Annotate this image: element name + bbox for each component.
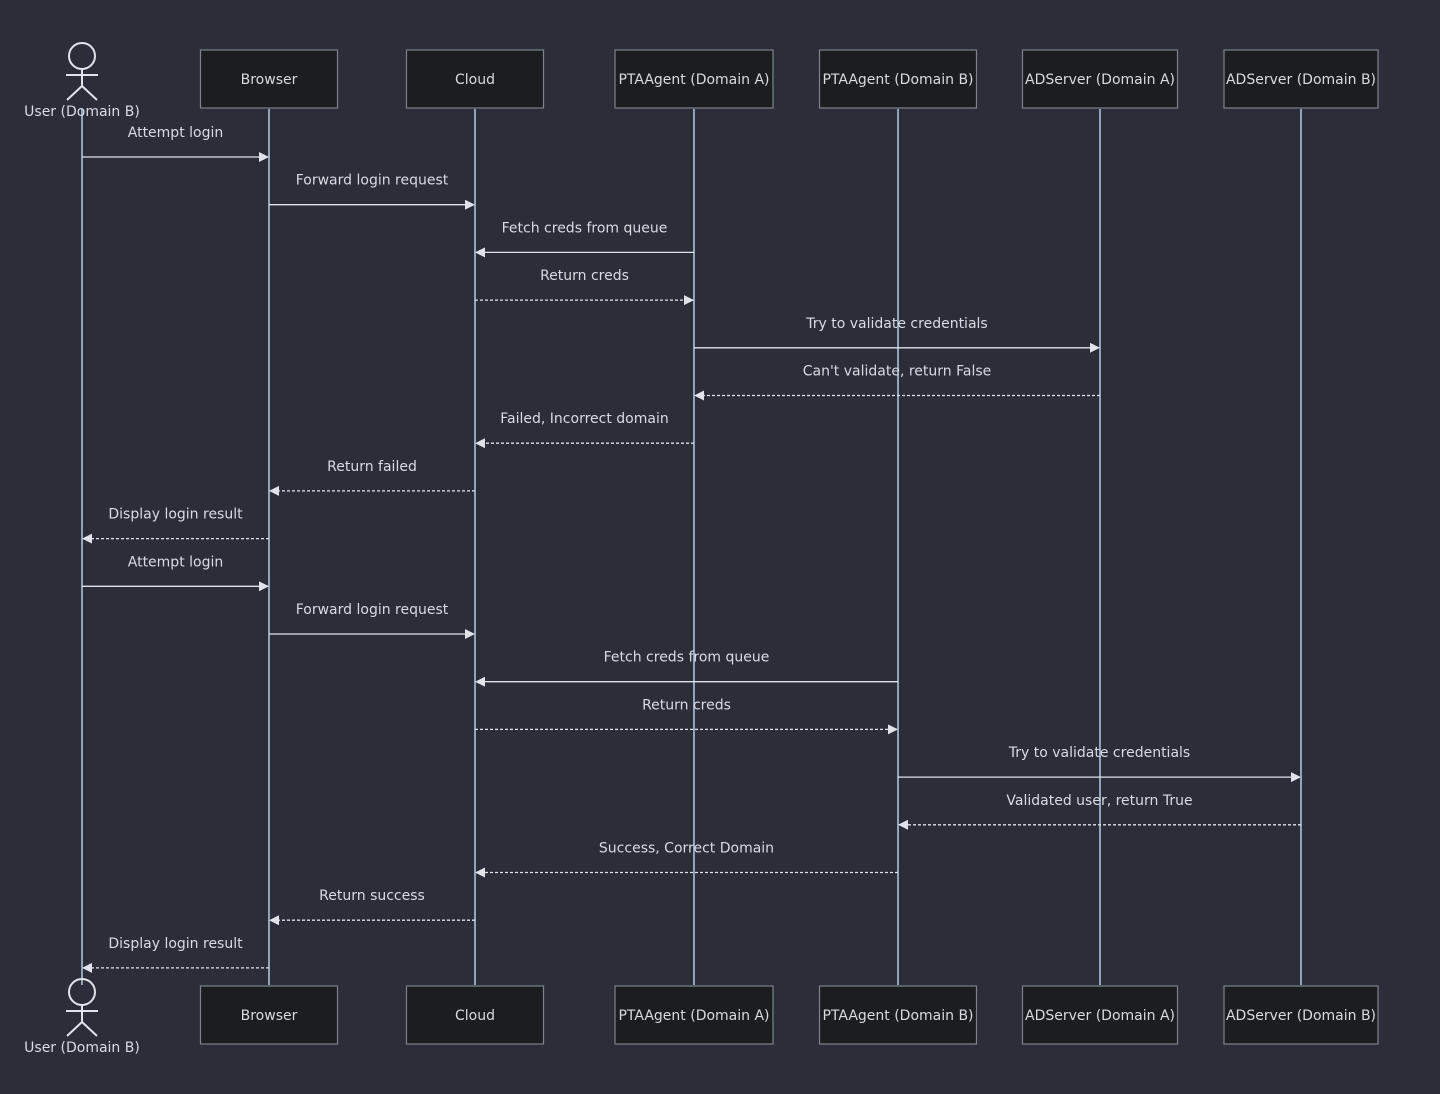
message-13: Return creds <box>475 697 898 735</box>
message-label: Failed, Incorrect domain <box>500 411 668 427</box>
message-label: Forward login request <box>296 173 449 189</box>
participant-label: Browser <box>241 1008 298 1024</box>
participant-box <box>614 49 774 109</box>
participant-label: PTAAgent (Domain B) <box>822 1008 973 1024</box>
message-15: Validated user, return True <box>898 793 1301 830</box>
message-label: Can't validate, return False <box>803 364 992 380</box>
message-label: Display login result <box>108 507 243 523</box>
participant-box <box>1021 49 1179 109</box>
message-11: Forward login request <box>269 602 475 639</box>
participant-cloud-top: Cloud <box>405 49 545 109</box>
message-label: Try to validate credentials <box>1008 745 1190 761</box>
participant-pta_b-top: PTAAgent (Domain B) <box>818 49 978 109</box>
message-10: Attempt login <box>82 554 269 592</box>
actor-body-icon <box>66 1005 98 1037</box>
message-label: Forward login request <box>296 602 449 618</box>
message-label: Return success <box>319 888 425 904</box>
message-label: Return creds <box>540 268 629 284</box>
participant-box <box>199 49 339 109</box>
message-3: Fetch creds from queue <box>475 220 694 258</box>
message-8: Return failed <box>269 459 475 496</box>
actor-user-top: User (Domain B) <box>24 42 140 120</box>
participant-label: Cloud <box>455 72 495 88</box>
message-9: Display login result <box>82 507 269 544</box>
message-label: Return creds <box>642 697 731 713</box>
message-7: Failed, Incorrect domain <box>475 411 694 449</box>
participant-ad_b-bottom: ADServer (Domain B) <box>1223 985 1379 1045</box>
participant-pta_a-top: PTAAgent (Domain A) <box>614 49 774 109</box>
message-1: Attempt login <box>82 125 269 162</box>
participant-box <box>1021 985 1179 1045</box>
message-label: Try to validate credentials <box>805 316 987 332</box>
message-5: Try to validate credentials <box>694 316 1100 353</box>
message-label: Return failed <box>327 459 417 475</box>
participant-label: ADServer (Domain A) <box>1025 1008 1175 1024</box>
message-label: Display login result <box>108 936 243 952</box>
participant-box <box>405 985 545 1045</box>
participant-box <box>1223 49 1379 109</box>
participant-ad_a-top: ADServer (Domain A) <box>1021 49 1179 109</box>
participant-label: Cloud <box>455 1008 495 1024</box>
participant-browser-top: Browser <box>199 49 339 109</box>
message-18: Display login result <box>82 936 269 973</box>
actor-head-icon <box>68 42 96 70</box>
participant-label: PTAAgent (Domain B) <box>822 72 973 88</box>
message-14: Try to validate credentials <box>898 745 1301 783</box>
participant-label: Browser <box>241 72 298 88</box>
message-label: Validated user, return True <box>1006 793 1192 809</box>
participant-label: ADServer (Domain A) <box>1025 72 1175 88</box>
message-label: Fetch creds from queue <box>502 220 668 236</box>
participant-label: PTAAgent (Domain A) <box>618 1008 769 1024</box>
message-label: Fetch creds from queue <box>604 650 770 666</box>
participant-box <box>1223 985 1379 1045</box>
participant-ad_a-bottom: ADServer (Domain A) <box>1021 985 1179 1045</box>
participant-pta_b-bottom: PTAAgent (Domain B) <box>818 985 978 1045</box>
participant-box <box>405 49 545 109</box>
message-label: Success, Correct Domain <box>599 841 774 857</box>
participant-box <box>818 985 978 1045</box>
participant-browser-bottom: Browser <box>199 985 339 1045</box>
message-label: Attempt login <box>128 554 224 570</box>
participant-ad_b-top: ADServer (Domain B) <box>1223 49 1379 109</box>
participant-label: ADServer (Domain B) <box>1226 72 1376 88</box>
participant-pta_a-bottom: PTAAgent (Domain A) <box>614 985 774 1045</box>
participant-box <box>818 49 978 109</box>
actor-user-bottom: User (Domain B) <box>24 978 140 1056</box>
actor-label: User (Domain B) <box>24 104 140 120</box>
message-17: Return success <box>269 888 475 926</box>
message-label: Attempt login <box>128 125 224 141</box>
message-16: Success, Correct Domain <box>475 841 898 878</box>
participant-box <box>199 985 339 1045</box>
participant-box <box>614 985 774 1045</box>
message-6: Can't validate, return False <box>694 364 1100 401</box>
participant-label: ADServer (Domain B) <box>1226 1008 1376 1024</box>
message-4: Return creds <box>475 268 694 306</box>
actor-body-icon <box>66 69 98 101</box>
message-2: Forward login request <box>269 173 475 210</box>
participant-label: PTAAgent (Domain A) <box>618 72 769 88</box>
actor-label: User (Domain B) <box>24 1040 140 1056</box>
message-12: Fetch creds from queue <box>475 650 898 687</box>
participant-cloud-bottom: Cloud <box>405 985 545 1045</box>
